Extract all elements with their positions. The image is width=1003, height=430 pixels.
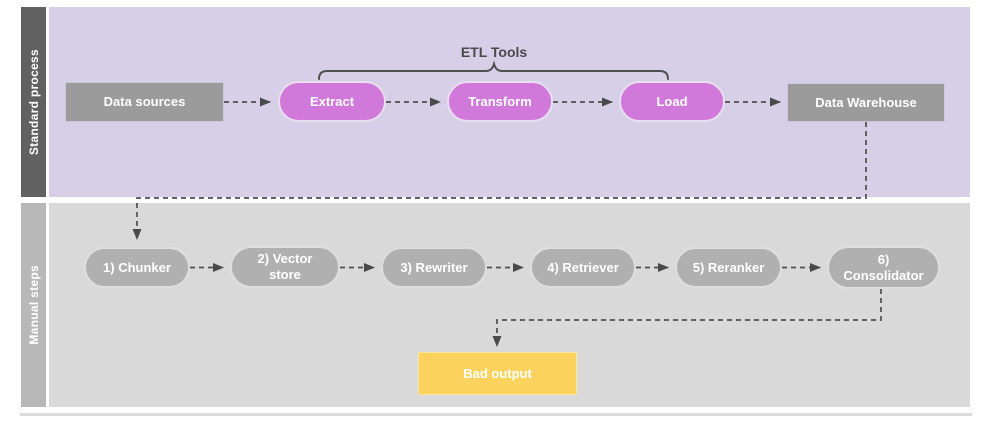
node-chunker: 1) Chunker <box>84 247 190 288</box>
node-extract-label: Extract <box>309 93 355 109</box>
node-transform: Transform <box>447 81 553 122</box>
lane-tab-manual-steps: Manual steps <box>21 203 46 407</box>
node-data-warehouse: Data Warehouse <box>787 83 945 122</box>
node-rewriter-label: 3) Rewriter <box>400 259 468 275</box>
node-reranker-label: 5) Reranker <box>692 259 765 275</box>
node-bad-output: Bad output <box>418 352 577 395</box>
node-consolidator-label: 6) Consolidator <box>843 251 924 283</box>
node-data-warehouse-label: Data Warehouse <box>815 94 917 110</box>
node-consolidator: 6) Consolidator <box>827 246 940 289</box>
node-load: Load <box>619 81 725 122</box>
lane-tab-standard-process: Standard process <box>21 7 46 197</box>
node-bad-output-label: Bad output <box>463 365 532 381</box>
bottom-divider-line <box>20 413 972 416</box>
node-retriever-label: 4) Retriever <box>547 259 619 275</box>
node-transform-label: Transform <box>468 93 532 109</box>
node-data-sources: Data sources <box>65 82 224 122</box>
node-load-label: Load <box>656 93 688 109</box>
etl-tools-group-label: ETL Tools <box>460 44 528 60</box>
node-vector-store-label: 2) Vector store <box>257 251 313 282</box>
node-reranker: 5) Reranker <box>675 247 782 288</box>
node-vector-store: 2) Vector store <box>230 246 340 288</box>
node-rewriter: 3) Rewriter <box>381 247 487 288</box>
lane-label-manual-steps: Manual steps <box>26 265 41 345</box>
node-retriever: 4) Retriever <box>530 247 636 288</box>
node-data-sources-label: Data sources <box>103 94 186 110</box>
node-extract: Extract <box>278 81 386 122</box>
node-chunker-label: 1) Chunker <box>103 259 171 275</box>
lane-label-standard-process: Standard process <box>26 48 41 156</box>
